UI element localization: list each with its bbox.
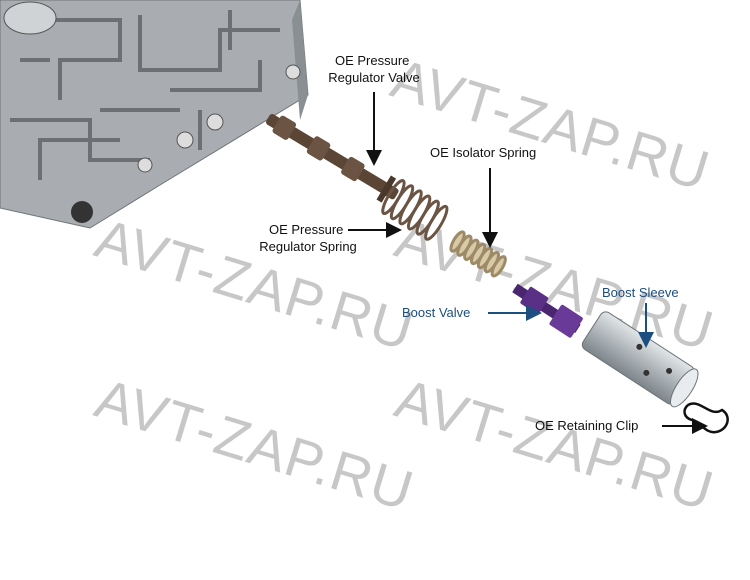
label-line: Regulator Valve xyxy=(328,70,420,85)
label-boost-valve: Boost Valve xyxy=(402,305,470,320)
watermark: AVT-ZAP.RU xyxy=(88,366,421,522)
label-isolator-spring: OE Isolator Spring xyxy=(430,145,536,160)
retaining-clip xyxy=(683,402,729,434)
valve-body xyxy=(0,0,309,229)
pressure-regulator-valve xyxy=(266,113,399,203)
isolator-spring xyxy=(449,230,507,278)
label-line: OE Pressure xyxy=(335,53,409,68)
label-pressure-regulator-spring: OE Pressure Regulator Spring xyxy=(259,222,357,254)
label-boost-sleeve: Boost Sleeve xyxy=(602,285,679,300)
watermark: AVT-ZAP.RU xyxy=(384,46,717,202)
label-pressure-regulator-valve: OE Pressure Regulator Valve xyxy=(328,53,420,85)
label-line: OE Pressure xyxy=(269,222,343,237)
pressure-regulator-spring xyxy=(381,179,449,241)
label-line: Regulator Spring xyxy=(259,239,357,254)
label-retaining-clip: OE Retaining Clip xyxy=(535,418,638,433)
